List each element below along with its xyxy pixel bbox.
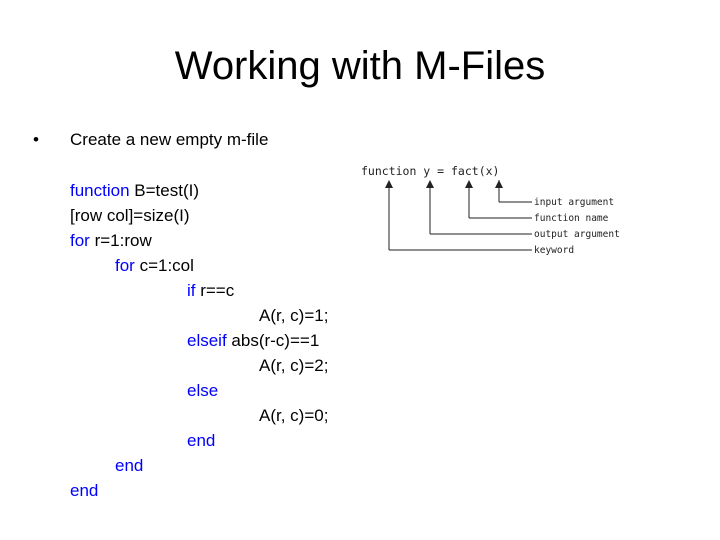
slide-title: Working with M-Files <box>174 44 546 88</box>
code-text: B=test(I) <box>129 181 199 200</box>
code-line-2: [row col]=size(I) <box>70 206 190 225</box>
bullet-text: Create a new empty m-file <box>70 130 269 149</box>
code-line-7: elseif abs(r-c)==1 <box>187 328 319 353</box>
code-line-5: if r==c <box>187 278 234 303</box>
code-line-1: function B=test(I) <box>70 178 199 203</box>
code-text: r==c <box>195 281 235 300</box>
code-line-9: else <box>187 381 219 400</box>
code-keyword: for <box>70 231 90 250</box>
label-keyword: keyword <box>534 245 574 256</box>
function-anatomy-diagram: function y = fact(x) input argument func… <box>361 164 620 256</box>
bullet-marker: • <box>33 130 39 149</box>
code-line-4: for c=1:col <box>115 253 194 278</box>
code-line-3: for r=1:row <box>70 228 152 253</box>
code-keyword: for <box>115 256 135 275</box>
code-text: c=1:col <box>134 256 194 275</box>
code-line-10: A(r, c)=0; <box>259 406 329 425</box>
code-keyword: function <box>70 181 130 200</box>
diagram-connector-lines <box>388 180 532 251</box>
label-function-name: function name <box>534 213 609 224</box>
label-input-argument: input argument <box>534 197 614 208</box>
code-line-12: end <box>115 456 144 475</box>
code-text: abs(r-c)==1 <box>226 331 320 350</box>
code-keyword: if <box>187 281 196 300</box>
function-signature: function y = fact(x) <box>361 164 499 178</box>
label-output-argument: output argument <box>534 229 620 240</box>
code-line-13: end <box>70 481 99 500</box>
code-keyword: elseif <box>187 331 227 350</box>
code-text: r=1:row <box>89 231 152 250</box>
diagram-arrowheads <box>385 180 503 188</box>
code-line-11: end <box>187 431 216 450</box>
code-line-6: A(r, c)=1; <box>259 306 329 325</box>
code-line-8: A(r, c)=2; <box>259 356 329 375</box>
